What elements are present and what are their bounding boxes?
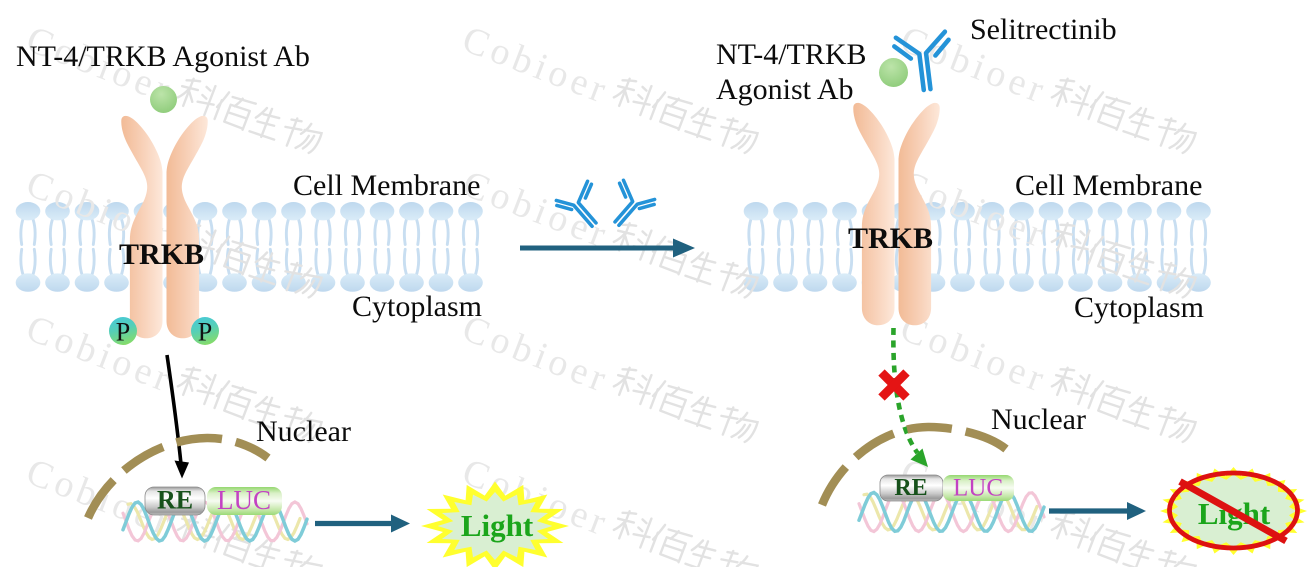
svg-text:P: P: [116, 318, 130, 347]
svg-text:TRKB: TRKB: [848, 222, 933, 255]
svg-text:TRKB: TRKB: [119, 238, 204, 271]
svg-text:P: P: [198, 318, 212, 347]
svg-text:LUC: LUC: [953, 475, 1003, 502]
svg-text:RE: RE: [157, 486, 193, 515]
svg-text:NT-4/TRKB Agonist Ab: NT-4/TRKB Agonist Ab: [16, 40, 310, 73]
svg-text:Light: Light: [461, 508, 534, 543]
svg-text:RE: RE: [894, 475, 927, 501]
svg-text:Nuclear: Nuclear: [256, 415, 351, 448]
svg-text:Selitrectinib: Selitrectinib: [970, 13, 1117, 46]
svg-text:NT-4/TRKB: NT-4/TRKB: [716, 38, 867, 71]
svg-text:Cell Membrane: Cell Membrane: [1015, 169, 1202, 202]
svg-text:LUC: LUC: [217, 485, 271, 515]
svg-text:Cell Membrane: Cell Membrane: [293, 169, 480, 202]
svg-text:Nuclear: Nuclear: [991, 403, 1086, 436]
svg-text:Cytoplasm: Cytoplasm: [1074, 291, 1204, 324]
svg-text:Cytoplasm: Cytoplasm: [352, 290, 482, 323]
svg-text:Agonist Ab: Agonist Ab: [716, 73, 854, 106]
